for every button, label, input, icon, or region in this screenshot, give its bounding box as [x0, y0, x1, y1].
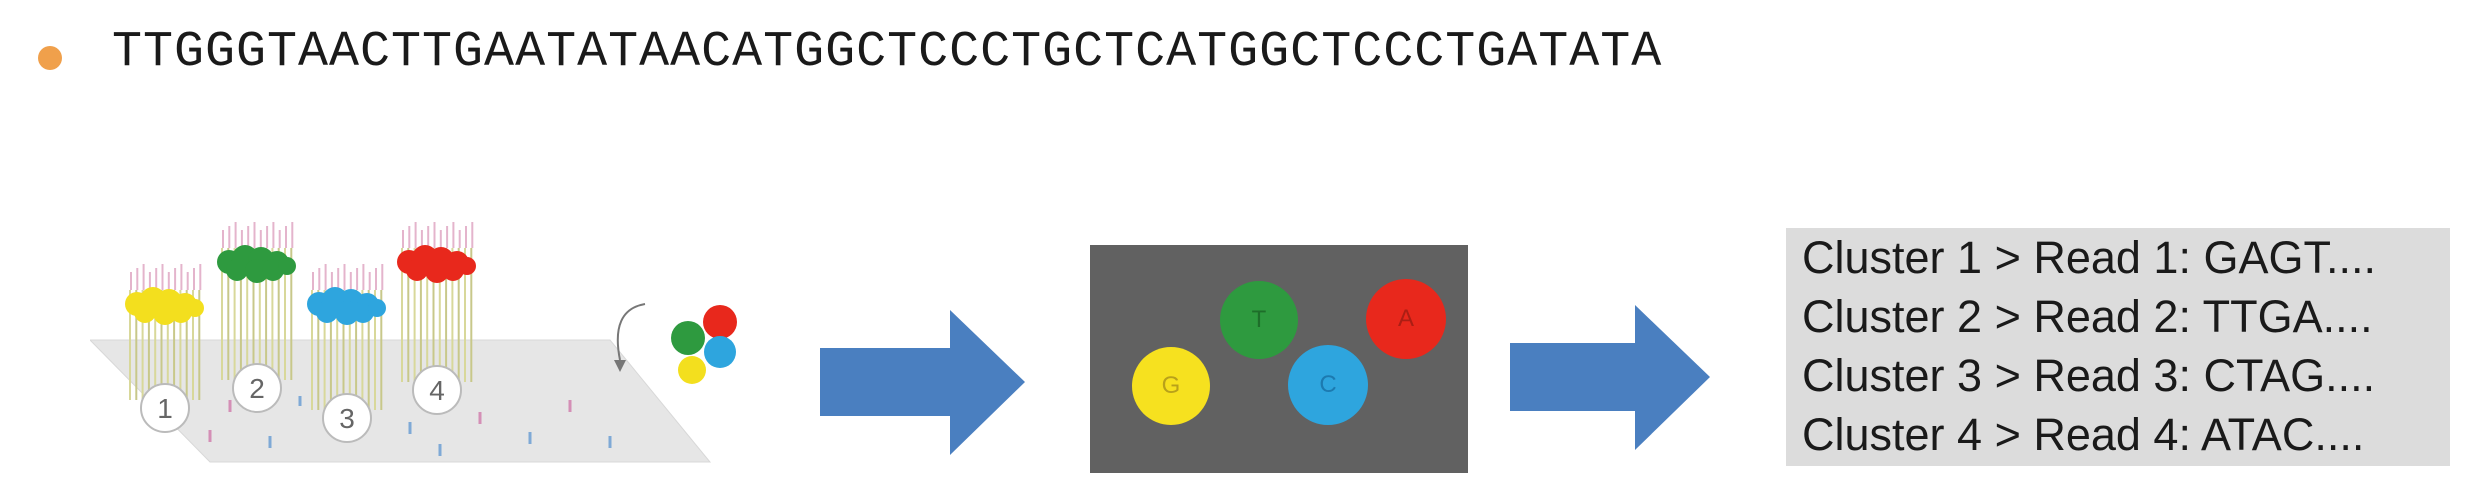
read-line: Cluster 1 > Read 1: GAGT....: [1802, 232, 2376, 283]
nucleotide-yellow: [678, 356, 706, 384]
arrow-shape: [820, 310, 1025, 455]
fluorescence-image: G T C A: [1090, 245, 1468, 473]
spot-a: A: [1366, 279, 1446, 359]
nucleotide-red: [703, 305, 737, 339]
curved-arrow: [616, 303, 646, 361]
read-line: Cluster 3 > Read 3: CTAG....: [1802, 350, 2376, 401]
cluster-4: 4: [397, 222, 476, 415]
curved-arrow-head: [614, 360, 626, 372]
spot-label: T: [1251, 306, 1267, 333]
cluster-number: 3: [339, 403, 355, 434]
cluster-number: 1: [157, 393, 173, 424]
cluster-fluorescence: [125, 287, 204, 325]
reads-list: Cluster 1 > Read 1: GAGT.... Cluster 2 >…: [1786, 228, 2450, 466]
spot-t: T: [1220, 281, 1298, 359]
process-arrow-2: [1510, 305, 1710, 450]
cluster-3: 3: [307, 264, 386, 443]
cluster-1: 1: [125, 264, 204, 433]
flow-cell-illustration: 1 2 3 4: [90, 222, 737, 463]
cluster-number: 4: [429, 375, 445, 406]
cluster-number: 2: [249, 373, 265, 404]
dna-sequence: TTGGGTAACTTGAATATAACATGGCTCCCTGCTCATGGCT…: [112, 24, 1663, 81]
nucleotide-blue: [704, 336, 736, 368]
cluster-fluorescence: [217, 245, 296, 283]
cluster-fluorescence: [397, 245, 476, 283]
spot-label: G: [1161, 372, 1181, 399]
spot-g: G: [1132, 347, 1210, 425]
read-line: Cluster 2 > Read 2: TTGA....: [1802, 291, 2373, 342]
surface-probes: [158, 390, 612, 456]
spot-c: C: [1288, 345, 1368, 425]
cluster-fluorescence: [307, 287, 386, 325]
spot-label: A: [1397, 305, 1414, 332]
read-line: Cluster 4 > Read 4: ATAC....: [1802, 409, 2365, 460]
nucleotide-green: [671, 321, 705, 355]
cluster-2: 2: [217, 222, 296, 413]
process-arrow-1: [820, 310, 1025, 455]
arrow-shape: [1510, 305, 1710, 450]
bullet-point: [38, 46, 62, 70]
spot-label: C: [1319, 371, 1337, 398]
